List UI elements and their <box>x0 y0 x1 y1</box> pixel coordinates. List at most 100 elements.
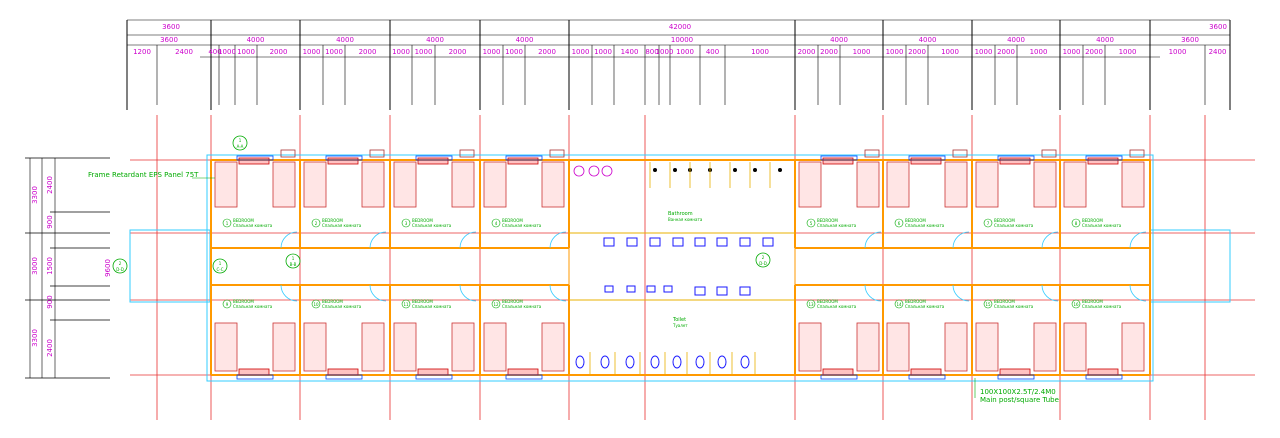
dim-left-outer-label: 3000 <box>31 257 39 275</box>
room-number-label: 1 <box>226 221 229 226</box>
vent-icon <box>369 149 385 158</box>
dim-top-row1-label: 3600 <box>1209 23 1227 31</box>
room-subname-label: Спальная комната <box>322 223 362 228</box>
toilet-icon <box>695 355 705 369</box>
room-subname-label: Спальная комната <box>905 304 945 309</box>
dim-top-row2-label: 1000 <box>594 48 612 56</box>
bed-icon <box>1121 322 1145 372</box>
room-name-label: BEDROOM <box>905 299 926 304</box>
room-subname-label: Спальная комната <box>502 304 542 309</box>
bed-icon <box>975 322 999 372</box>
section-marker-sub: D-D <box>759 261 767 266</box>
radiator-icon <box>507 157 539 165</box>
window-icon <box>325 155 363 161</box>
dim-top-row1-label: 4000 <box>426 36 444 44</box>
tube-label-line2: Main post/square Tube <box>980 396 1059 404</box>
door-swing <box>280 231 298 249</box>
vent-icon <box>459 149 475 158</box>
toilet-icon <box>672 355 682 369</box>
room-number-marker <box>983 218 993 228</box>
door-swing <box>1041 231 1059 249</box>
dim-top-row2-label: 1000 <box>1119 48 1137 56</box>
dim-top-row2-label: 1000 <box>218 48 236 56</box>
window-icon <box>908 374 946 380</box>
section-marker-number: 1 <box>292 256 295 261</box>
bed-icon <box>856 161 880 208</box>
toilet-icon <box>600 355 610 369</box>
bed-icon <box>1063 322 1087 372</box>
bed-icon <box>1063 161 1087 208</box>
dim-left-inner-label: 2400 <box>46 339 54 357</box>
dim-left-total: 9600 <box>104 259 112 277</box>
dim-top-row2-label: 2000 <box>997 48 1015 56</box>
tube-label-line1: 100X100X2.5T/2.4M0 <box>980 388 1056 396</box>
door-swing <box>864 284 882 302</box>
radiator-icon <box>327 157 359 165</box>
urinal-icon <box>663 285 673 293</box>
bathroom-label: Bathroom <box>668 211 693 217</box>
shower-head-icon <box>653 168 657 172</box>
window-icon <box>505 155 543 161</box>
dim-top-row2-label: 1000 <box>975 48 993 56</box>
bed-icon <box>886 161 910 208</box>
section-marker-number: 1 <box>219 261 222 266</box>
dim-left-inner-label: 2400 <box>46 176 54 194</box>
door-swing <box>369 284 387 302</box>
door-swing <box>1041 284 1059 302</box>
room-number-label: 2 <box>315 221 318 226</box>
shower-head-icon <box>778 168 782 172</box>
room-number-marker <box>806 218 816 228</box>
dim-top-row2-label: 1000 <box>303 48 321 56</box>
window-icon <box>908 155 946 161</box>
dim-top-row2-label: 400 <box>208 48 221 56</box>
room-number-marker <box>806 299 816 309</box>
window-icon <box>1085 374 1123 380</box>
bed-icon <box>451 322 475 372</box>
dim-top-row2-label: 800 <box>645 48 658 56</box>
room-number-label: 15 <box>985 302 991 307</box>
radiator-icon <box>822 368 854 376</box>
room-number-label: 9 <box>226 302 229 307</box>
door-swing <box>459 284 477 302</box>
room-name-label: BEDROOM <box>412 299 433 304</box>
toilet-icon <box>717 355 727 369</box>
room-number-marker <box>1071 218 1081 228</box>
room-name-label: BEDROOM <box>1082 299 1103 304</box>
sink-icon <box>716 237 728 247</box>
room-name-label: BEDROOM <box>817 299 838 304</box>
bed-icon <box>303 322 327 372</box>
room-number-marker <box>983 299 993 309</box>
radiator-icon <box>999 368 1031 376</box>
section-marker-number: 1 <box>239 138 242 143</box>
vent-icon <box>1041 149 1057 158</box>
room-number-marker <box>222 218 232 228</box>
dim-top-row2-label: 2000 <box>1085 48 1103 56</box>
door-swing <box>1129 284 1147 302</box>
section-marker <box>232 135 248 151</box>
bed-icon <box>944 161 968 208</box>
dim-top-row1-label: 4000 <box>516 36 534 44</box>
bathroom-sub: Ванная комната <box>668 217 703 222</box>
room-number-label: 4 <box>495 221 498 226</box>
window-icon <box>820 155 858 161</box>
dim-top-row2-label: 1000 <box>656 48 674 56</box>
dim-top-row1-label: 3600 <box>1181 36 1199 44</box>
radiator-icon <box>238 368 270 376</box>
bed-icon <box>483 322 507 372</box>
room-number-label: 5 <box>810 221 813 226</box>
dim-top-row1-label: 4000 <box>1007 36 1025 44</box>
dim-top-row1-label: 10000 <box>671 36 693 44</box>
room-subname-label: Спальная комната <box>412 223 452 228</box>
sink-icon <box>603 237 615 247</box>
room-number-label: 8 <box>1075 221 1078 226</box>
bed-icon <box>272 161 296 208</box>
door-swing <box>369 231 387 249</box>
bed-icon <box>944 322 968 372</box>
toilet-sub: Туалет <box>672 323 688 328</box>
room-number-marker <box>491 299 501 309</box>
dim-top-row2-label: 2000 <box>270 48 288 56</box>
door-swing <box>952 231 970 249</box>
room-name-label: BEDROOM <box>322 299 343 304</box>
dim-top-row1-label: 4000 <box>247 36 265 44</box>
dim-top-row2-label: 1000 <box>1063 48 1081 56</box>
